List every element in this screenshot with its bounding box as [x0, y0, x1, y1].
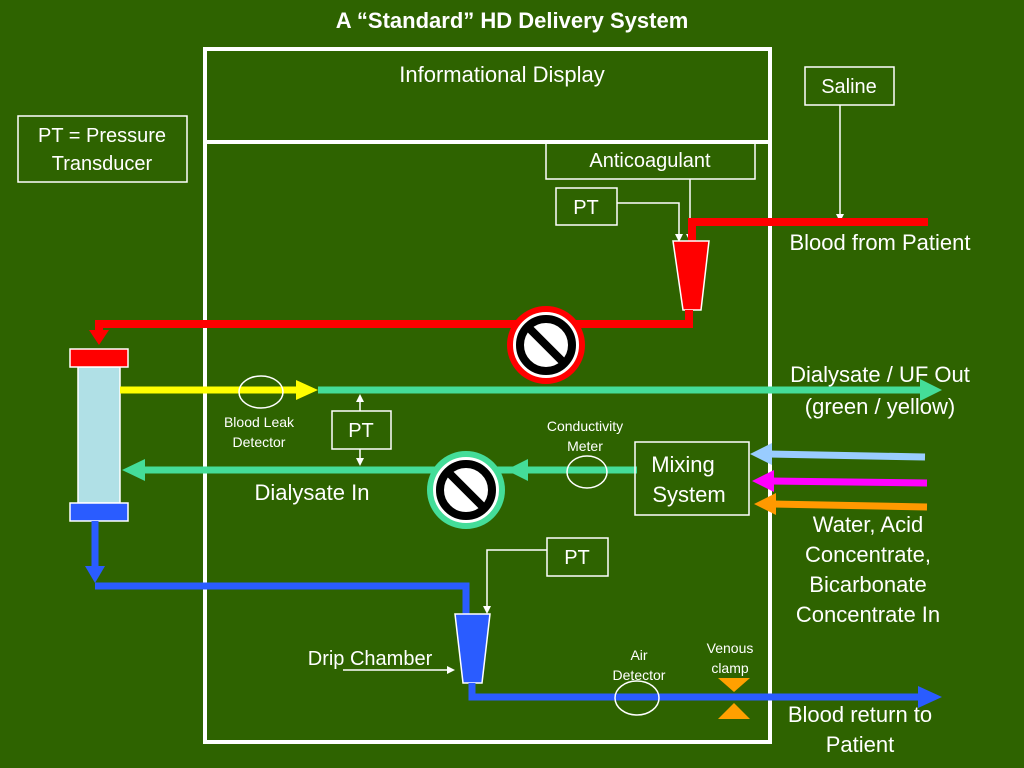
uf-yellow-arrowhead [296, 380, 318, 400]
pt-box-dialysate [331, 410, 392, 450]
pt-legend-line1: PT = Pressure [38, 125, 166, 147]
drip-chamber-label: Drip Chamber [308, 648, 433, 670]
venous-return-arrowhead [918, 686, 942, 708]
venous-clamp-top [718, 678, 750, 692]
dialysate-in-label: Dialysate In [255, 480, 370, 505]
drip-chamber [454, 613, 491, 684]
air-detector-label-1: Air [630, 647, 647, 663]
acid-line [769, 477, 928, 487]
pt-label-arterial: PT [573, 197, 599, 219]
blood-leak-label-1: Blood Leak [224, 414, 295, 430]
dialysate-in-arrowhead [122, 459, 145, 481]
blood-return-label-2: Patient [826, 732, 895, 757]
machine-frame [203, 47, 772, 744]
dialysate-flow-arrowhead [506, 459, 528, 481]
water-acid-label-1: Water, Acid [813, 512, 923, 537]
blood-pump [507, 306, 585, 384]
venous-line-to-chamber [95, 582, 470, 616]
venous-return-line [468, 683, 922, 701]
pt-legend-line2: Transducer [52, 153, 153, 175]
conductivity-meter [566, 455, 608, 489]
mixing-system-label-2: System [652, 482, 725, 507]
bicarbonate-arrowhead [754, 493, 776, 515]
pt-box-arterial [555, 187, 618, 226]
conductivity-label-1: Conductivity [547, 418, 623, 434]
venous-clamp-bottom [718, 703, 750, 719]
anticoagulant-box [545, 142, 756, 180]
pt-legend-box [17, 115, 188, 183]
arterial-blood-line [688, 218, 928, 245]
pt-label-dialysate: PT [348, 420, 374, 442]
dialysate-pump [427, 451, 505, 529]
air-detector [614, 680, 660, 716]
anticoagulant-label: Anticoagulant [589, 150, 711, 172]
blood-from-patient-label: Blood from Patient [790, 230, 971, 255]
venous-clamp-label-1: Venous [707, 640, 754, 656]
blood-return-label-1: Blood return to [788, 702, 932, 727]
air-detector-label-2: Detector [613, 667, 666, 683]
pt-venous-arrow [483, 549, 547, 614]
water-acid-label-4: Concentrate In [796, 602, 940, 627]
water-arrowhead [750, 443, 772, 465]
arterial-line-to-dialyzer [95, 310, 693, 338]
mixing-system-label-1: Mixing [651, 452, 715, 477]
saline-label: Saline [821, 76, 877, 98]
informational-display-label: Informational Display [399, 62, 604, 87]
dialyzer [69, 348, 129, 522]
water-acid-label-3: Bicarbonate [809, 572, 926, 597]
venous-clamp-label-2: clamp [711, 660, 749, 676]
arterial-chamber [672, 240, 710, 311]
saline-box [804, 66, 895, 106]
dialysate-out-label-2: (green / yellow) [805, 394, 955, 419]
dialysate-out-label-1: Dialysate / UF Out [790, 362, 970, 387]
diagram-title: A “Standard” HD Delivery System [336, 8, 689, 33]
pt-label-venous: PT [564, 547, 590, 569]
acid-arrowhead [752, 470, 774, 492]
arterial-arrowhead [89, 330, 109, 345]
mixing-system-box [634, 441, 750, 516]
conductivity-label-2: Meter [567, 438, 603, 454]
pt-box-venous [546, 537, 609, 577]
dialysate-out-arrowhead [920, 379, 942, 401]
blood-leak-label-2: Detector [233, 434, 286, 450]
pt-arterial-arrow [617, 202, 683, 242]
blood-leak-detector [238, 375, 284, 409]
water-acid-label-2: Concentrate, [805, 542, 931, 567]
water-line [767, 450, 926, 461]
venous-drop-arrowhead [85, 566, 105, 583]
bicarbonate-line [771, 500, 928, 511]
